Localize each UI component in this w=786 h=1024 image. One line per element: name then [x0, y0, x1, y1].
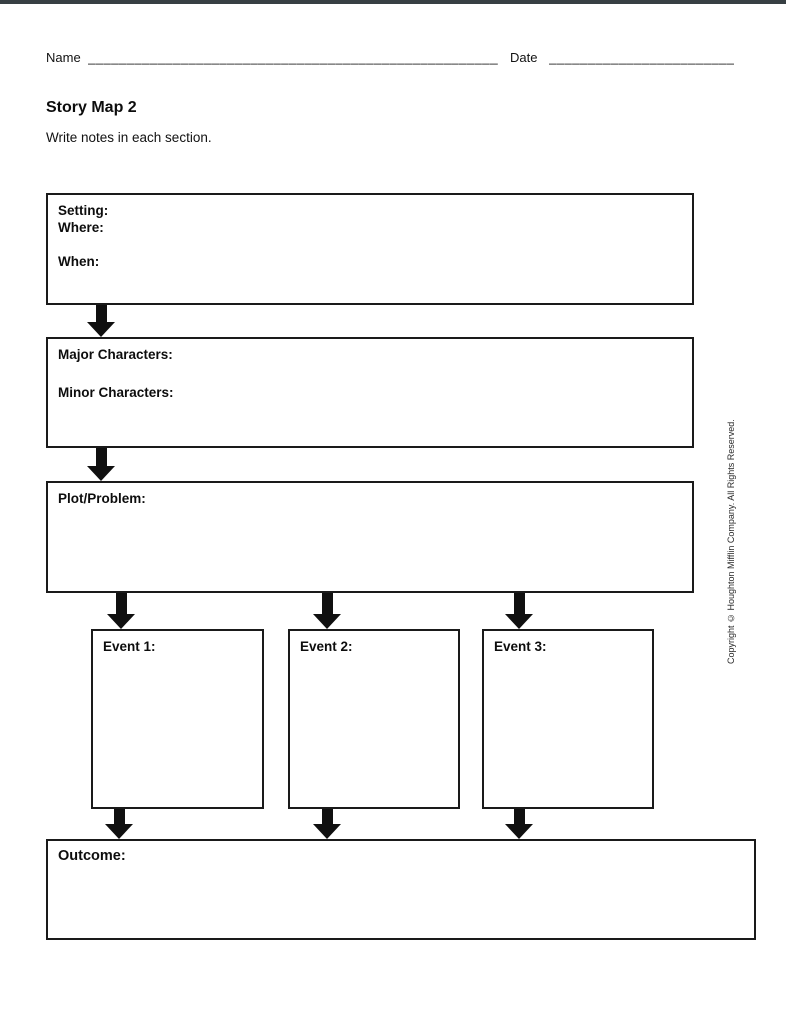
date-label: Date — [510, 50, 538, 65]
down-arrow-icon — [504, 809, 534, 839]
instructions-text: Write notes in each section. — [46, 130, 212, 145]
name-label: Name — [46, 50, 81, 65]
setting-where-label: Where: — [58, 220, 104, 235]
event-1-box: Event 1: — [91, 629, 264, 809]
outcome-label: Outcome: — [58, 848, 126, 864]
event-3-label: Event 3: — [494, 639, 547, 654]
setting-box: Setting: Where: When: — [46, 193, 694, 305]
event-1-label: Event 1: — [103, 639, 156, 654]
event-3-box: Event 3: — [482, 629, 654, 809]
event-2-box: Event 2: — [288, 629, 460, 809]
page-title: Story Map 2 — [46, 99, 137, 116]
page-top-edge — [0, 0, 786, 4]
outcome-box: Outcome: — [46, 839, 756, 940]
minor-characters-label: Minor Characters: — [58, 385, 174, 400]
down-arrow-icon — [312, 593, 342, 629]
setting-when-label: When: — [58, 254, 100, 269]
plot-problem-label: Plot/Problem: — [58, 491, 146, 506]
down-arrow-icon — [504, 593, 534, 629]
down-arrow-icon — [86, 448, 116, 481]
copyright-text: Copyright © Houghton Mifflin Company. Al… — [726, 419, 736, 664]
down-arrow-icon — [106, 593, 136, 629]
date-blank-line: ________________________________________ — [549, 50, 734, 65]
down-arrow-icon — [312, 809, 342, 839]
name-blank-line: ________________________________________… — [88, 50, 498, 65]
plot-problem-box: Plot/Problem: — [46, 481, 694, 593]
down-arrow-icon — [86, 305, 116, 337]
setting-label: Setting: — [58, 203, 109, 218]
characters-box: Major Characters: Minor Characters: — [46, 337, 694, 448]
down-arrow-icon — [104, 809, 134, 839]
major-characters-label: Major Characters: — [58, 347, 173, 362]
event-2-label: Event 2: — [300, 639, 353, 654]
